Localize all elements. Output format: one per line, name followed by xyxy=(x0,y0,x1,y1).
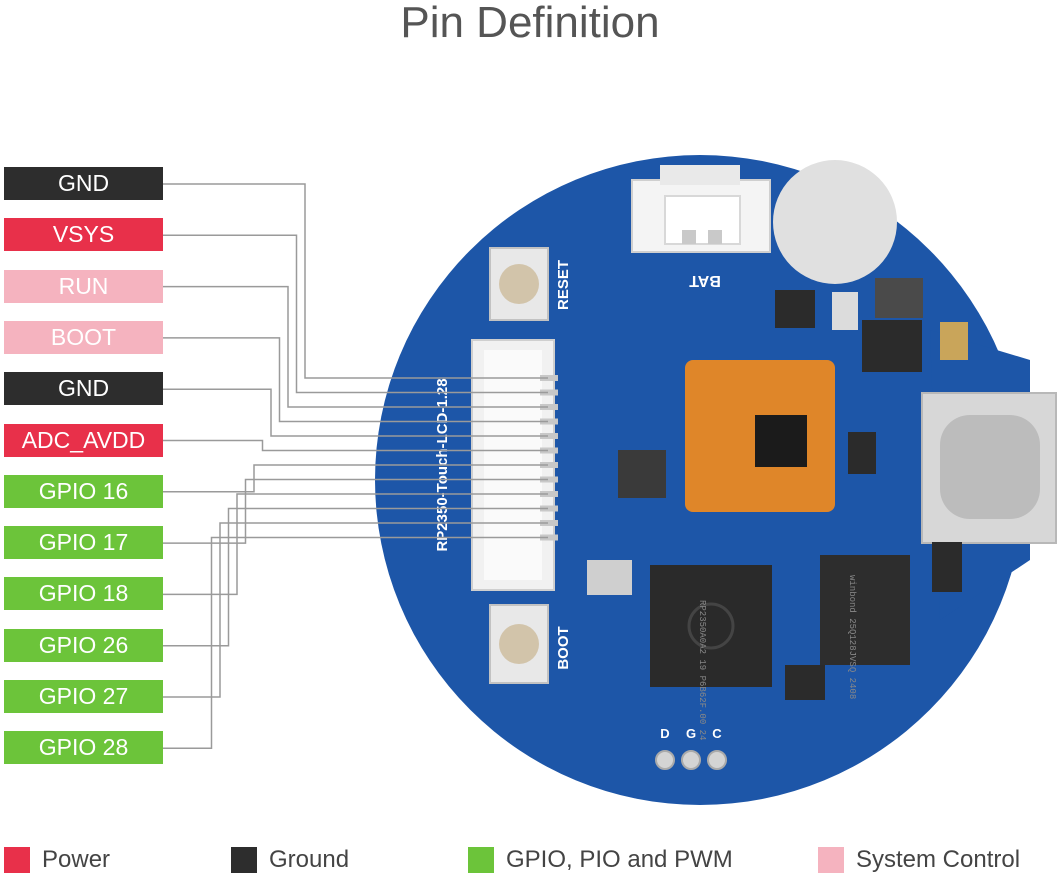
boot-button xyxy=(489,604,549,684)
pin-leader-10 xyxy=(163,507,548,647)
legend-swatch-gpio xyxy=(468,847,494,873)
pin-label-12: GPIO 28 xyxy=(4,731,163,765)
pin-leader-lines xyxy=(163,183,548,750)
pin-label-10: GPIO 26 xyxy=(4,628,163,662)
legend-power: Power xyxy=(4,845,110,875)
pin-leader-1 xyxy=(163,183,548,379)
fpc-pin-3 xyxy=(540,404,558,410)
pad-label-g: G xyxy=(686,726,696,741)
pin-label-2: VSYS xyxy=(4,218,163,252)
pin-label-7: GPIO 16 xyxy=(4,474,163,508)
legend-ground: Ground xyxy=(231,845,349,875)
fpc-pin-9 xyxy=(540,491,558,497)
fpc-pin-10 xyxy=(540,505,558,512)
battery-connector xyxy=(631,165,771,253)
usb-c-port xyxy=(921,392,1057,544)
pad-label-c: C xyxy=(712,726,722,741)
bat-label: BAT xyxy=(689,272,721,289)
fpc-pin-4 xyxy=(540,418,558,425)
boot-label: BOOT xyxy=(555,626,572,669)
components xyxy=(587,278,968,700)
flash-chip xyxy=(820,555,910,665)
flash-marking: winbond 25Q128JVSQ 2408 xyxy=(847,575,857,699)
pin-leader-11 xyxy=(163,522,548,698)
pin-label-11: GPIO 27 xyxy=(4,680,163,713)
legend-swatch-system xyxy=(818,847,844,873)
pin-label-3: RUN xyxy=(4,269,163,303)
pin-leader-7 xyxy=(163,464,548,493)
legend-system: System Control xyxy=(818,845,1020,875)
rp2350-chip xyxy=(650,565,772,687)
fpc-pin-8 xyxy=(540,476,558,483)
pin-label-9: GPIO 18 xyxy=(4,577,163,611)
debug-pads xyxy=(655,750,727,770)
pin-label-8: GPIO 17 xyxy=(4,526,163,560)
imu-area xyxy=(618,360,835,512)
legend-label-gpio: GPIO, PIO and PWM xyxy=(506,846,733,873)
fpc-pin-11 xyxy=(540,520,558,526)
chip-marking: RP2350A0A2 19 P6B62F.00 24 xyxy=(697,600,707,740)
pin-label-4: BOOT xyxy=(4,320,163,354)
legend-swatch-ground xyxy=(231,847,257,873)
legend-label-power: Power xyxy=(42,846,111,873)
fpc-pins xyxy=(540,375,558,541)
pin-leader-8 xyxy=(163,478,548,544)
legend-gpio: GPIO, PIO and PWM xyxy=(468,845,733,875)
fpc-pin-7 xyxy=(540,462,558,468)
pin-leader-12 xyxy=(163,536,548,750)
page-title: Pin Definition xyxy=(400,0,660,47)
pin-leader-3 xyxy=(163,285,548,408)
reset-button xyxy=(489,247,549,321)
fpc-pin-12 xyxy=(540,534,558,541)
legend-label-system: System Control xyxy=(856,846,1021,873)
fpc-pin-6 xyxy=(540,447,558,454)
coin-cell xyxy=(773,160,897,284)
pin-label-6: ADC_AVDD xyxy=(4,423,163,457)
fpc-pin-5 xyxy=(540,433,558,439)
pin-leader-2 xyxy=(163,234,548,394)
pad-label-d: D xyxy=(660,726,669,741)
pin-label-1: GND xyxy=(4,167,163,200)
legend-swatch-power xyxy=(4,847,30,873)
pin-leader-5 xyxy=(163,388,548,437)
legend-label-ground: Ground xyxy=(269,846,350,873)
reset-label: RESET xyxy=(555,260,572,310)
pin-leader-6 xyxy=(163,439,548,452)
pin-leader-9 xyxy=(163,493,548,596)
pin-leader-4 xyxy=(163,337,548,423)
fpc-pin-1 xyxy=(540,375,558,381)
fpc-pin-2 xyxy=(540,389,558,396)
pin-label-5: GND xyxy=(4,372,163,406)
